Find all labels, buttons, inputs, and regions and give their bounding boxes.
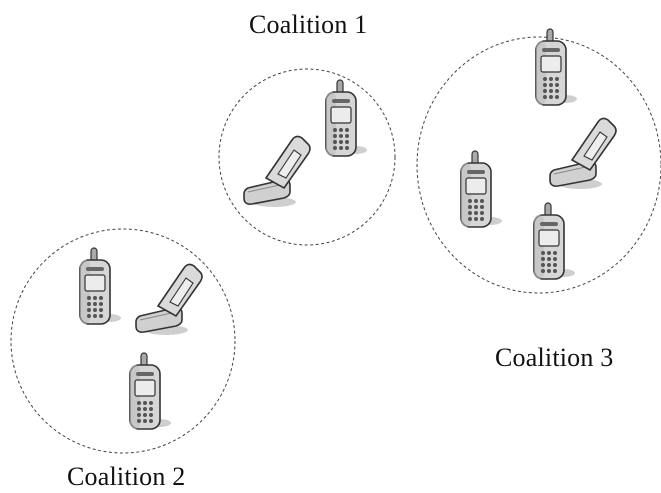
coalition-3-boundary (416, 36, 661, 294)
bar-phone-icon (79, 247, 122, 325)
flip-phone-icon (549, 117, 617, 190)
coalition-1-label: Coalition 1 (249, 10, 368, 39)
coalition-3-label: Coalition 3 (495, 343, 614, 372)
coalition-2-group (10, 228, 236, 454)
coalition-1-boundary (218, 68, 396, 246)
flip-phone-icon (135, 263, 203, 336)
coalition-2-boundary (10, 228, 236, 454)
bar-phone-icon (325, 79, 368, 157)
bar-phone-icon (535, 28, 578, 106)
bar-phone-icon (533, 202, 576, 280)
coalition-2-label: Coalition 2 (67, 462, 186, 491)
flip-phone-icon (243, 135, 311, 208)
coalition-1-group (218, 68, 396, 246)
bar-phone-icon (129, 352, 172, 430)
coalition-3-group (416, 28, 661, 294)
bar-phone-icon (460, 150, 503, 228)
